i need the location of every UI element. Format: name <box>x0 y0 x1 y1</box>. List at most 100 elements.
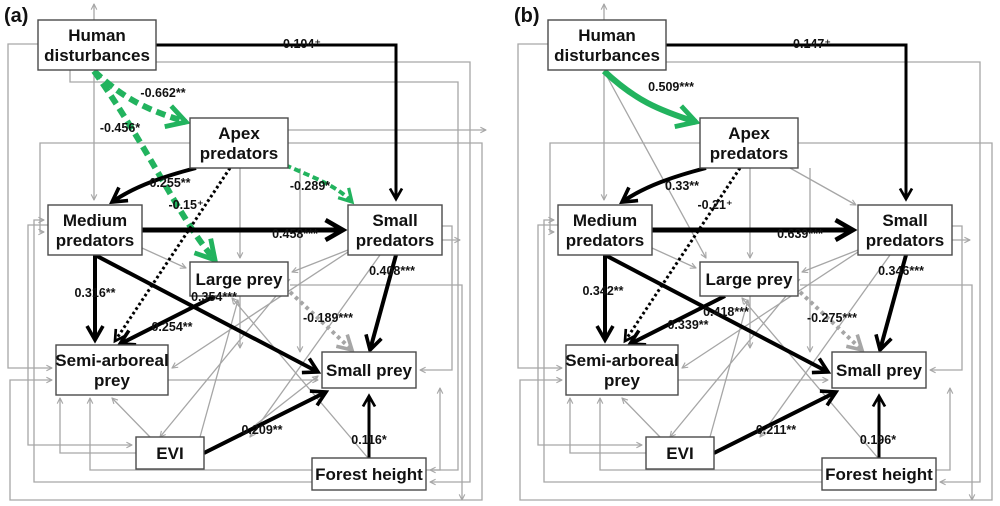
path-coefficient: 0.254** <box>151 320 192 334</box>
node-label: predators <box>566 231 644 250</box>
node-label: Semi-arboreal <box>565 351 678 370</box>
non-significant-edge <box>742 298 879 459</box>
non-significant-edge <box>292 249 349 272</box>
node-evi: EVI <box>645 436 715 470</box>
edge-human-to-small-pred <box>666 43 914 202</box>
non-significant-edge <box>682 251 859 368</box>
edge-human-to-small-pred <box>156 43 404 202</box>
edge-human-to-apex <box>601 68 701 129</box>
non-significant-edge <box>160 278 291 437</box>
path-coefficient: -0.15⁺ <box>168 198 203 212</box>
edge-large-prey-to-semi <box>626 294 726 347</box>
non-significant-edge <box>426 388 440 471</box>
path-coefficient: 0.104⁺ <box>283 37 321 51</box>
node-box <box>565 344 679 396</box>
node-label: Medium <box>63 211 127 230</box>
edge-apex-to-semi <box>623 167 742 344</box>
non-significant-edge <box>199 300 238 438</box>
path-coefficient: 0.458*** <box>272 227 318 241</box>
non-significant-edge <box>156 61 471 482</box>
path-coefficient: 0.342** <box>582 284 623 298</box>
node-box <box>645 436 715 470</box>
non-significant-edge <box>40 142 190 232</box>
node-label: Semi-arboreal <box>55 351 168 370</box>
non-significant-edge <box>232 298 369 459</box>
non-significant-edge <box>7 43 52 368</box>
non-significant-edge <box>112 398 151 438</box>
panel-b: (b)HumandisturbancesApexpredatorsMediump… <box>514 4 993 501</box>
node-box <box>311 457 427 491</box>
non-significant-edge <box>550 142 700 232</box>
path-coefficient: 0.339** <box>667 318 708 332</box>
significant-edges <box>85 43 404 458</box>
edge-apex-to-medium <box>619 166 707 205</box>
edge-apex-to-medium <box>109 166 197 205</box>
path-coefficient: 0.116* <box>351 433 387 447</box>
node-forest: Forest height <box>821 457 937 491</box>
non-significant-edge <box>570 398 646 454</box>
non-significant-edge <box>666 61 981 482</box>
non-significant-edge <box>60 398 136 454</box>
non-significant-edge <box>802 249 859 272</box>
node-label: Small prey <box>326 361 413 380</box>
coefficient-labels: 0.104⁺-0.662**-0.456*0.255**-0.15⁺-0.289… <box>74 37 415 447</box>
path-coefficient: 0.354*** <box>191 290 237 304</box>
edge-medium-to-small-prey <box>604 253 832 375</box>
non-significant-edge <box>936 388 950 471</box>
coefficient-labels: 0.147⁺0.509***0.33**-0.21⁺0.639***0.342*… <box>582 37 924 447</box>
node-label: Apex <box>728 124 770 143</box>
node-label: EVI <box>666 444 693 463</box>
node-box <box>47 204 143 256</box>
non-significant-edge <box>789 167 856 205</box>
node-box <box>557 204 653 256</box>
panel-label: (b) <box>514 5 540 27</box>
node-box <box>189 261 289 297</box>
edge-human-to-large-prey <box>91 69 219 264</box>
non-significant-edge <box>603 70 706 258</box>
node-large-prey: Large prey <box>189 261 289 297</box>
node-label: Forest height <box>825 465 933 484</box>
node-box <box>37 19 157 71</box>
node-label: Apex <box>218 124 260 143</box>
node-box <box>821 457 937 491</box>
edge-small-pred-to-small-prey <box>874 254 908 354</box>
edge-medium-to-small-prey <box>94 253 322 375</box>
node-label: Small prey <box>836 361 923 380</box>
path-coefficient: 0.211** <box>756 423 796 437</box>
edge-apex-to-small-pred <box>284 163 355 205</box>
path-coefficient: 0.639*** <box>777 227 823 241</box>
node-label: Small <box>372 211 417 230</box>
panel-label: (a) <box>4 5 28 27</box>
node-label: predators <box>356 231 434 250</box>
edge-small-pred-to-small-prey <box>364 254 398 354</box>
path-coefficient: 0.33** <box>665 179 699 193</box>
path-coefficient: 0.346*** <box>878 264 924 278</box>
node-evi: EVI <box>135 436 205 470</box>
path-coefficient: 0.418*** <box>703 305 749 319</box>
path-coefficient: -0.456* <box>100 121 140 135</box>
node-label: EVI <box>156 444 183 463</box>
non-significant-edge <box>800 284 972 500</box>
node-label: Forest height <box>315 465 423 484</box>
node-label: predators <box>56 231 134 250</box>
node-box <box>547 19 667 71</box>
nodes: HumandisturbancesApexpredatorsMediumpred… <box>37 19 443 491</box>
node-box <box>55 344 169 396</box>
non-significant-edge <box>537 224 642 445</box>
non-significant-edge <box>651 247 696 268</box>
non-significant-edge <box>519 142 993 501</box>
path-coefficient: -0.21⁺ <box>697 198 732 212</box>
non-significant-edge <box>930 225 963 370</box>
node-forest: Forest height <box>311 457 427 491</box>
node-label: prey <box>604 371 640 390</box>
path-coefficient: 0.408*** <box>369 264 415 278</box>
